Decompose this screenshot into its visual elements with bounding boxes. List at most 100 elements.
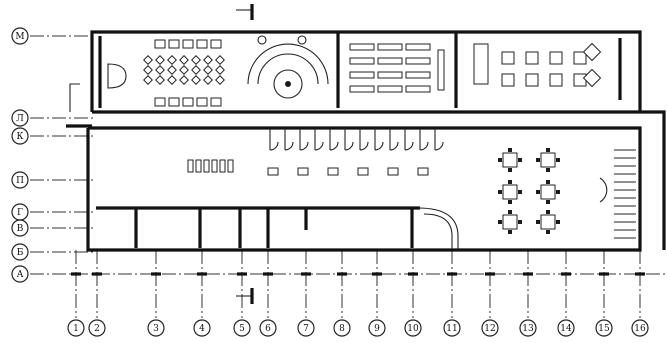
chair-icon: [203, 65, 213, 75]
locker-icon: [203, 159, 210, 173]
chair-icon: [536, 220, 540, 224]
armchair-icon: [196, 97, 208, 107]
chair-icon: [508, 210, 512, 214]
row-axis-label: M: [15, 32, 24, 42]
row-axis-bubble: Г: [11, 203, 29, 221]
chair-icon: [546, 180, 550, 184]
row-axis-bubble: Л: [11, 109, 29, 127]
axis-bubble-circle: [67, 319, 85, 337]
axis-bubble-circle: [193, 319, 211, 337]
chair-icon: [536, 190, 540, 194]
table-icon: [501, 51, 515, 65]
bench-icon: [267, 167, 279, 176]
conference-room: [107, 35, 329, 99]
column-axis-label: 9: [374, 324, 380, 334]
desk-icon: [349, 57, 375, 65]
bench-icon: [417, 167, 429, 176]
axis-bubble-circle: [11, 109, 29, 127]
chair-icon: [556, 220, 560, 224]
column-axis-label: 2: [94, 324, 100, 334]
door-swing-icon: [329, 141, 339, 151]
dining-table-icon: [502, 214, 518, 230]
axis-bubble-circle: [631, 319, 649, 337]
column-axis-label: 5: [239, 324, 245, 334]
chair-icon: [518, 220, 522, 224]
chair-icon: [143, 55, 153, 65]
column-axis-label: 4: [199, 324, 205, 334]
cafe-tables-upper: [473, 42, 602, 88]
section-marker: [236, 4, 254, 304]
row-axis-bubble: M: [11, 27, 29, 45]
chair-icon: [215, 65, 225, 75]
locker-icon: [195, 159, 202, 173]
axis-bubble-circle: [297, 319, 315, 337]
column-axis-bubble: 6: [259, 319, 277, 337]
row-axis-bubble: В: [11, 219, 29, 237]
armchair-icon: [168, 97, 180, 107]
armchair-icon: [182, 39, 194, 49]
axis-bubble-circle: [11, 27, 29, 45]
desk-icon: [377, 57, 403, 65]
door-swing-icon: [284, 141, 294, 151]
column-axis-bubble: 13: [519, 319, 537, 337]
axis-bubble-circle: [11, 171, 29, 189]
chair-icon: [546, 210, 550, 214]
dining-table-icon: [540, 214, 556, 230]
dining-table-icon: [540, 152, 556, 168]
table-icon: [525, 51, 539, 65]
column-axis-bubble: 7: [297, 319, 315, 337]
door-swing-icon: [314, 141, 324, 151]
chair-icon: [546, 168, 550, 172]
axis-bubble-circle: [88, 319, 106, 337]
desk-icon: [377, 71, 403, 79]
chair-icon: [556, 190, 560, 194]
column-axis-bubble: 15: [595, 319, 613, 337]
row-axis-label: А: [17, 270, 24, 280]
axis-bubble-circle: [147, 319, 165, 337]
chair-icon: [536, 158, 540, 162]
classroom-desks: [349, 43, 445, 93]
door-swing-icon: [269, 141, 279, 151]
locker-icon: [219, 159, 226, 173]
axis-bubble-circle: [259, 319, 277, 337]
chair-icon: [518, 190, 522, 194]
chair-icon: [191, 65, 201, 75]
column-axis-label: 13: [522, 324, 534, 334]
column-axis-label: 3: [153, 324, 159, 334]
chair-icon: [556, 158, 560, 162]
column-axis-label: 12: [484, 324, 495, 334]
axis-bubble-circle: [443, 319, 461, 337]
axis-bubble-circle: [519, 319, 537, 337]
column-axis-bubble: 4: [193, 319, 211, 337]
column-axis-label: 7: [303, 324, 309, 334]
table-icon: [525, 73, 539, 87]
armchair-icon: [182, 97, 194, 107]
seating-block: [143, 39, 225, 107]
desk-icon: [377, 85, 403, 93]
chair-icon: [191, 55, 201, 65]
chair-icon: [143, 65, 153, 75]
door-swing-icon: [434, 141, 444, 151]
locker-icon: [211, 159, 218, 173]
chair-icon: [546, 230, 550, 234]
dining-table-icon: [502, 184, 518, 200]
axis-bubble-circle: [368, 319, 386, 337]
chair-icon: [167, 75, 177, 85]
desk-icon: [349, 43, 375, 51]
column-axis-bubble: 9: [368, 319, 386, 337]
column-axis-bubble: 14: [557, 319, 575, 337]
desk-icon: [349, 71, 375, 79]
chair-icon: [498, 158, 502, 162]
chair-icon: [179, 65, 189, 75]
column-axis-bubble: 3: [147, 319, 165, 337]
desk-icon: [377, 43, 403, 51]
axis-bubble-circle: [557, 319, 575, 337]
row-axis-bubble: А: [11, 265, 29, 283]
row-axis-label: В: [17, 224, 24, 234]
door-swing-icon: [389, 141, 399, 151]
table-icon: [582, 68, 602, 88]
armchair-icon: [196, 39, 208, 49]
chair-icon: [167, 65, 177, 75]
